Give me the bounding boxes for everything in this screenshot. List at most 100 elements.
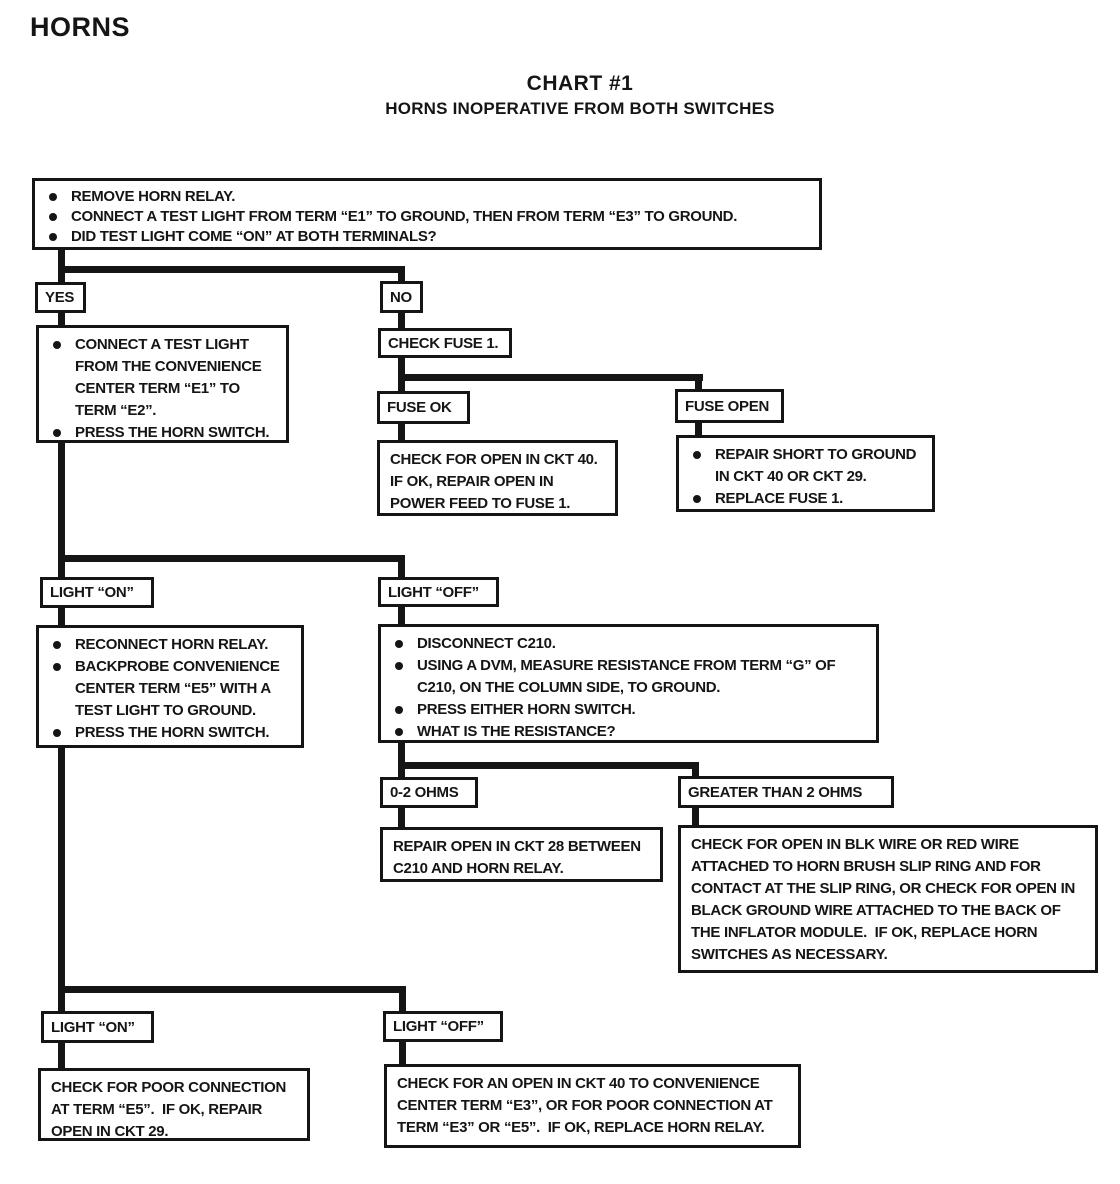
light-off-mid-label: LIGHT “OFF” bbox=[378, 577, 499, 607]
ohms-high-label: GREATER THAN 2 OHMS bbox=[678, 776, 894, 808]
light-on-bottom-label: LIGHT “ON” bbox=[41, 1011, 154, 1043]
label-text: NO bbox=[390, 288, 412, 306]
light-off-mid-action-box: DISCONNECT C210. USING A DVM, MEASURE RE… bbox=[378, 624, 879, 743]
connector-line bbox=[692, 807, 699, 826]
text-line: CONTACT AT THE SLIP RING, OR CHECK FOR O… bbox=[691, 880, 1075, 897]
bullet-text: REMOVE HORN RELAY. bbox=[71, 188, 236, 205]
text-line: CHECK FOR POOR CONNECTION bbox=[51, 1079, 287, 1096]
bullet-icon bbox=[395, 640, 403, 648]
connector-line bbox=[398, 423, 405, 441]
connector-line bbox=[398, 808, 405, 828]
connector-line bbox=[692, 766, 699, 777]
no-label: NO bbox=[380, 281, 423, 313]
bullet-icon bbox=[395, 706, 403, 714]
chart-subtitle: HORNS INOPERATIVE FROM BOTH SWITCHES bbox=[385, 99, 775, 118]
chart-number-title: CHART #1 bbox=[526, 72, 634, 95]
connector-line bbox=[398, 357, 405, 377]
bullet-item: BACKPROBE CONVENIENCE CENTER TERM “E5” W… bbox=[49, 656, 291, 722]
light-off-bottom-label: LIGHT “OFF” bbox=[383, 1011, 503, 1042]
connector-line bbox=[695, 376, 702, 391]
text-line: AT TERM “E5”. IF OK, REPAIR bbox=[51, 1101, 263, 1118]
connector-line bbox=[58, 746, 65, 991]
label-text: CHECK FUSE 1. bbox=[388, 334, 499, 352]
text-line: ATTACHED TO HORN BRUSH SLIP RING AND FOR bbox=[691, 858, 1041, 875]
bullet-item: REMOVE HORN RELAY. bbox=[45, 187, 809, 207]
bullet-item: PRESS THE HORN SWITCH. bbox=[49, 722, 291, 744]
ohms-high-action-box: CHECK FOR OPEN IN BLK WIRE OR RED WIRE A… bbox=[678, 825, 1098, 973]
bullet-text: BACKPROBE CONVENIENCE CENTER TERM “E5” W… bbox=[75, 658, 280, 719]
bullet-text: REPLACE FUSE 1. bbox=[715, 490, 844, 507]
bullet-text: USING A DVM, MEASURE RESISTANCE FROM TER… bbox=[417, 657, 836, 696]
bullet-item: PRESS THE HORN SWITCH. bbox=[49, 422, 276, 444]
connector-line bbox=[398, 557, 405, 578]
bullet-text: PRESS EITHER HORN SWITCH. bbox=[417, 701, 636, 718]
connector-line bbox=[398, 376, 405, 393]
bullet-text: CONNECT A TEST LIGHT FROM THE CONVENIENC… bbox=[75, 336, 262, 419]
connector-line bbox=[58, 555, 405, 562]
fuse-open-label: FUSE OPEN bbox=[675, 389, 784, 423]
bullet-item: WHAT IS THE RESISTANCE? bbox=[391, 721, 866, 743]
bullet-item: RECONNECT HORN RELAY. bbox=[49, 634, 291, 656]
bullet-item: CONNECT A TEST LIGHT FROM THE CONVENIENC… bbox=[49, 334, 276, 422]
light-on-mid-action-box: RECONNECT HORN RELAY. BACKPROBE CONVENIE… bbox=[36, 625, 304, 748]
bullet-icon bbox=[693, 495, 701, 503]
fuse-ok-label: FUSE OK bbox=[377, 391, 470, 424]
connector-line bbox=[58, 990, 65, 1012]
bullet-item: REPLACE FUSE 1. bbox=[689, 488, 922, 510]
connector-line bbox=[398, 742, 405, 764]
connector-line bbox=[398, 374, 703, 381]
text-line: CENTER TERM “E3”, OR FOR POOR CONNECTION… bbox=[397, 1097, 773, 1114]
text-line: IF OK, REPAIR OPEN IN bbox=[390, 473, 554, 490]
ohms-low-label: 0-2 OHMS bbox=[380, 777, 478, 808]
label-text: YES bbox=[45, 289, 75, 306]
light-on-bottom-action-box: CHECK FOR POOR CONNECTION AT TERM “E5”. … bbox=[38, 1068, 310, 1141]
connector-line bbox=[58, 441, 65, 561]
yes-action-box: CONNECT A TEST LIGHT FROM THE CONVENIENC… bbox=[36, 325, 289, 443]
connector-line bbox=[398, 312, 405, 329]
label-text: LIGHT “OFF” bbox=[388, 583, 479, 601]
text-line: POWER FEED TO FUSE 1. bbox=[390, 495, 571, 512]
bullet-icon bbox=[395, 728, 403, 736]
bullet-text: REPAIR SHORT TO GROUND IN CKT 40 OR CKT … bbox=[715, 446, 917, 485]
label-text: 0-2 OHMS bbox=[390, 784, 459, 801]
bullet-icon bbox=[53, 663, 61, 671]
bullet-icon bbox=[53, 729, 61, 737]
bullet-item: REPAIR SHORT TO GROUND IN CKT 40 OR CKT … bbox=[689, 444, 922, 488]
label-text: FUSE OK bbox=[387, 399, 452, 416]
text-line: TERM “E3” OR “E5”. IF OK, REPLACE HORN R… bbox=[397, 1119, 765, 1136]
connector-line bbox=[398, 766, 405, 779]
yes-label: YES bbox=[35, 282, 86, 313]
light-on-mid-label: LIGHT “ON” bbox=[40, 577, 154, 608]
bullet-text: WHAT IS THE RESISTANCE? bbox=[417, 723, 616, 740]
connector-line bbox=[58, 266, 405, 273]
bullet-text: DID TEST LIGHT COME “ON” AT BOTH TERMINA… bbox=[71, 228, 437, 245]
bullet-item: DID TEST LIGHT COME “ON” AT BOTH TERMINA… bbox=[45, 227, 809, 247]
check-fuse-box: CHECK FUSE 1. bbox=[378, 328, 512, 358]
label-text: FUSE OPEN bbox=[685, 397, 769, 415]
bullet-icon bbox=[395, 662, 403, 670]
connector-line bbox=[399, 990, 406, 1012]
bullet-icon bbox=[53, 341, 61, 349]
text-line: CHECK FOR OPEN IN BLK WIRE OR RED WIRE bbox=[691, 836, 1019, 853]
text-line: THE INFLATOR MODULE. IF OK, REPLACE HORN bbox=[691, 924, 1038, 941]
connector-line bbox=[58, 607, 65, 626]
text-line: BLACK GROUND WIRE ATTACHED TO THE BACK O… bbox=[691, 902, 1061, 919]
bullet-icon bbox=[49, 233, 57, 241]
label-text: GREATER THAN 2 OHMS bbox=[688, 783, 863, 801]
connector-line bbox=[398, 268, 405, 282]
bullet-icon bbox=[49, 213, 57, 221]
bullet-icon bbox=[693, 451, 701, 459]
start-box: REMOVE HORN RELAY. CONNECT A TEST LIGHT … bbox=[32, 178, 822, 250]
ohms-low-action-box: REPAIR OPEN IN CKT 28 BETWEEN C210 AND H… bbox=[380, 827, 663, 882]
light-off-bottom-action-box: CHECK FOR AN OPEN IN CKT 40 TO CONVENIEN… bbox=[384, 1064, 801, 1148]
bullet-item: CONNECT A TEST LIGHT FROM TERM “E1” TO G… bbox=[45, 207, 809, 227]
bullet-text: RECONNECT HORN RELAY. bbox=[75, 636, 269, 653]
bullet-text: PRESS THE HORN SWITCH. bbox=[75, 424, 270, 441]
page-title: HORNS bbox=[30, 12, 131, 42]
bullet-icon bbox=[49, 193, 57, 201]
fuse-ok-action-box: CHECK FOR OPEN IN CKT 40. IF OK, REPAIR … bbox=[377, 440, 618, 516]
bullet-icon bbox=[53, 641, 61, 649]
text-line: SWITCHES AS NECESSARY. bbox=[691, 946, 888, 963]
connector-line bbox=[398, 606, 405, 626]
